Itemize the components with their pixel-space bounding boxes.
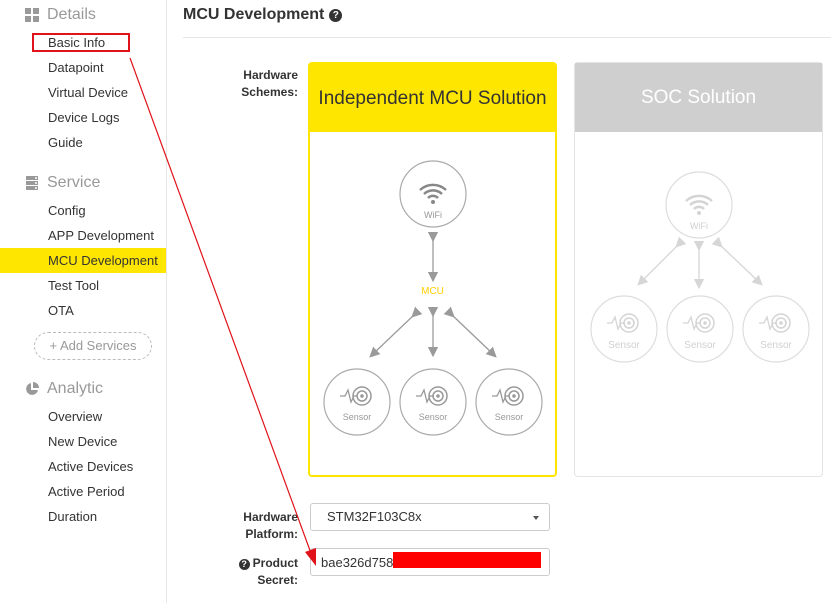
sidebar-item-guide[interactable]: Guide bbox=[48, 135, 83, 150]
wifi-node: WiFi bbox=[399, 160, 467, 228]
soc-solution-card[interactable]: SOC Solution WiFi Sensor bbox=[574, 62, 823, 477]
sensor-node-2: Sensor bbox=[399, 368, 467, 436]
sensor-icon bbox=[416, 386, 448, 406]
annotation-highlight-box bbox=[32, 33, 130, 52]
sidebar-item-virtual-device[interactable]: Virtual Device bbox=[48, 85, 128, 100]
sidebar-item-mcu-development[interactable]: MCU Development bbox=[0, 248, 166, 273]
mcu-diagram: WiFi MCU bbox=[369, 160, 497, 358]
sidebar-item-basic-info[interactable]: Basic Info bbox=[48, 35, 106, 50]
sidebar-item-test-tool[interactable]: Test Tool bbox=[48, 278, 100, 293]
sensor-label-3: Sensor bbox=[495, 412, 524, 422]
mcu-sensors: Sensor Sensor Sensor bbox=[323, 368, 543, 436]
soc-sensor-node-1: Sensor bbox=[590, 295, 658, 363]
section-analytic-title: Analytic bbox=[47, 380, 104, 397]
sidebar-item-overview[interactable]: Overview bbox=[48, 409, 103, 424]
header-divider bbox=[183, 37, 831, 38]
mcu-solution-card[interactable]: Independent MCU Solution WiFi MCU MCU bbox=[308, 62, 557, 477]
hardware-schemes-label: Hardware Schemes: bbox=[228, 67, 298, 101]
sidebar-item-ota[interactable]: OTA bbox=[48, 303, 74, 318]
section-service: Service bbox=[24, 174, 100, 192]
sensor-icon bbox=[340, 386, 372, 406]
mcu-node-label: MCU bbox=[421, 286, 444, 297]
sensor-icon bbox=[759, 313, 791, 333]
hardware-schemes-label-line2: Schemes: bbox=[241, 85, 298, 99]
sensor-icon bbox=[607, 313, 639, 333]
page-title-text: MCU Development bbox=[183, 6, 325, 23]
sensor-icon bbox=[492, 386, 524, 406]
section-service-title: Service bbox=[47, 174, 101, 191]
sensor-node-3: Sensor bbox=[475, 368, 543, 436]
grid-icon bbox=[24, 7, 40, 23]
soc-sensor-node-2: Sensor bbox=[666, 295, 734, 363]
product-secret-label: ?Product Secret: bbox=[218, 555, 298, 589]
soc-sensor-label-3: Sensor bbox=[760, 340, 792, 351]
sensor-label-2: Sensor bbox=[419, 412, 448, 422]
section-details-title: Details bbox=[47, 6, 96, 23]
wifi-icon bbox=[419, 183, 447, 204]
soc-wifi-node: WiFi bbox=[665, 171, 733, 239]
hardware-platform-value: STM32F103C8x bbox=[327, 509, 422, 524]
sidebar-item-new-device[interactable]: New Device bbox=[48, 434, 118, 449]
caret-down-icon bbox=[533, 516, 539, 520]
soc-wifi-label: WiFi bbox=[690, 221, 708, 231]
soc-sensor-node-3: Sensor bbox=[742, 295, 810, 363]
mcu-sensor-link-right bbox=[443, 306, 497, 358]
section-details: Details bbox=[24, 6, 96, 24]
sensor-node-1: Sensor bbox=[323, 368, 391, 436]
product-secret-label-line1: Product bbox=[252, 556, 298, 570]
soc-sensor-label-2: Sensor bbox=[684, 340, 716, 351]
sensor-label-1: Sensor bbox=[343, 412, 372, 422]
help-icon[interactable]: ? bbox=[329, 8, 343, 22]
soc-diagram: WiFi Sensor Sensor bbox=[590, 171, 810, 363]
sensor-icon bbox=[683, 313, 715, 333]
hardware-platform-select[interactable]: STM32F103C8x bbox=[310, 503, 550, 531]
soc-link-left bbox=[637, 236, 687, 286]
mcu-solution-title: Independent MCU Solution bbox=[310, 64, 555, 132]
hardware-platform-label: Hardware Platform: bbox=[228, 509, 298, 543]
server-icon bbox=[24, 175, 40, 191]
mcu-wifi-label: WiFi bbox=[424, 210, 442, 220]
soc-solution-title: SOC Solution bbox=[575, 63, 822, 132]
sidebar-item-device-logs[interactable]: Device Logs bbox=[48, 110, 120, 125]
hardware-platform-label-line2: Platform: bbox=[245, 527, 298, 541]
help-icon[interactable]: ? bbox=[238, 559, 250, 570]
product-secret-label-line2: Secret: bbox=[257, 573, 298, 587]
sidebar-item-datapoint[interactable]: Datapoint bbox=[48, 60, 104, 75]
sidebar-item-active-period[interactable]: Active Period bbox=[48, 484, 125, 499]
hardware-platform-label-line1: Hardware bbox=[243, 510, 298, 524]
sidebar-item-config[interactable]: Config bbox=[48, 203, 86, 218]
soc-sensor-label-1: Sensor bbox=[608, 340, 640, 351]
sidebar-item-active-devices[interactable]: Active Devices bbox=[48, 459, 134, 474]
sidebar-item-app-development[interactable]: APP Development bbox=[48, 228, 154, 243]
add-services-button[interactable]: + Add Services bbox=[34, 332, 152, 360]
pie-chart-icon bbox=[24, 381, 40, 397]
section-analytic: Analytic bbox=[24, 380, 103, 398]
wifi-icon bbox=[685, 194, 713, 215]
redaction-bar bbox=[393, 552, 541, 568]
hardware-schemes-label-line1: Hardware bbox=[243, 68, 298, 82]
sidebar-item-duration[interactable]: Duration bbox=[48, 509, 98, 524]
soc-link-right bbox=[711, 236, 763, 286]
sidebar: Details Basic Info Datapoint Virtual Dev… bbox=[0, 0, 167, 603]
page-title: MCU Development ? bbox=[183, 6, 343, 24]
mcu-sensor-link-left bbox=[369, 306, 423, 358]
